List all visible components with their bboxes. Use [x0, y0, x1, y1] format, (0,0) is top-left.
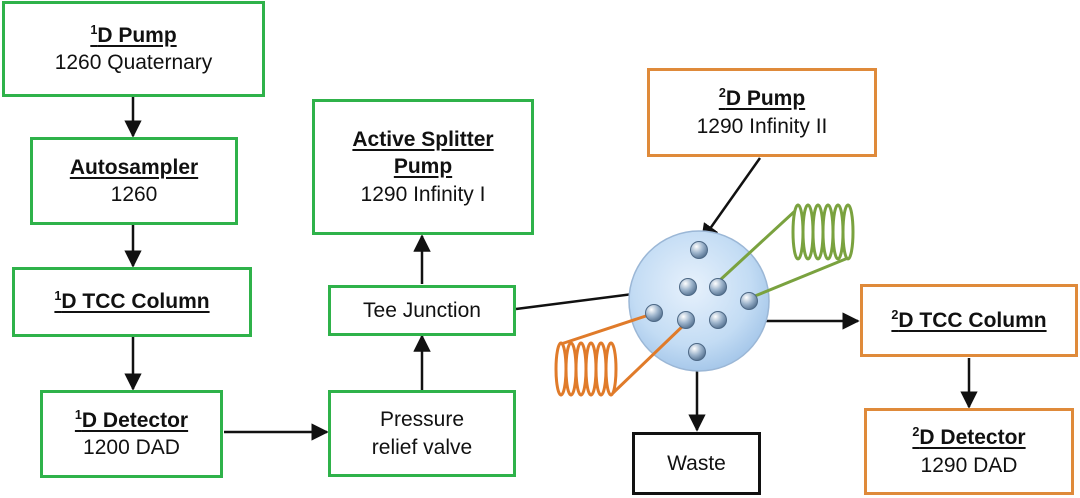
- node-label: Waste: [667, 451, 726, 475]
- node-2d-pump: 2D Pump 1290 Infinity II: [647, 68, 877, 157]
- node-subtitle: 1290 Infinity II: [696, 114, 828, 138]
- arrow-pump2d-to-valve: [700, 157, 762, 242]
- node-label: Tee Junction: [363, 298, 481, 322]
- node-title-line-1: Active Splitter: [352, 128, 494, 152]
- valve-port: [679, 278, 697, 296]
- node-2d-tcc-column: 2D TCC Column: [860, 284, 1078, 357]
- node-1d-tcc-column: 1D TCC Column: [12, 267, 252, 337]
- valve-port: [677, 311, 695, 329]
- node-2d-detector: 2D Detector 1290 DAD: [864, 408, 1074, 495]
- valve-port: [688, 343, 706, 361]
- green-loop-coil: [717, 203, 855, 300]
- orange-loop-coil: [554, 311, 689, 397]
- node-waste: Waste: [632, 432, 761, 495]
- valve-port: [645, 304, 663, 322]
- node-subtitle: 1290 Infinity I: [360, 182, 486, 206]
- valve-port: [740, 292, 758, 310]
- node-subtitle: 1200 DAD: [83, 436, 180, 459]
- node-title: 1D Pump: [90, 22, 177, 47]
- node-line-2: relief valve: [371, 435, 473, 459]
- node-subtitle: 1260: [110, 183, 158, 206]
- node-title: 2D TCC Column: [891, 307, 1047, 332]
- node-active-splitter-pump: Active Splitter Pump 1290 Infinity I: [312, 99, 534, 235]
- node-1d-detector: 1D Detector 1200 DAD: [40, 390, 223, 478]
- node-tee-junction: Tee Junction: [328, 285, 516, 336]
- node-title: Autosampler: [69, 155, 199, 179]
- node-title: 1D TCC Column: [54, 289, 210, 314]
- node-subtitle: 1260 Quaternary: [54, 51, 213, 74]
- valve-port: [690, 241, 708, 259]
- node-subtitle: 1290 DAD: [920, 453, 1018, 477]
- node-title: 2D Detector: [912, 425, 1026, 450]
- valve-port: [709, 278, 727, 296]
- valve-port: [709, 311, 727, 329]
- valve-ports: [645, 241, 758, 361]
- node-1d-pump: 1D Pump 1260 Quaternary: [2, 1, 265, 97]
- node-title-line-2: Pump: [393, 155, 453, 179]
- node-line-1: Pressure: [379, 408, 465, 432]
- node-pressure-relief-valve: Pressure relief valve: [328, 390, 516, 477]
- node-title: 1D Detector: [74, 407, 189, 432]
- node-autosampler: Autosampler 1260: [30, 137, 238, 225]
- node-title: 2D Pump: [718, 86, 806, 111]
